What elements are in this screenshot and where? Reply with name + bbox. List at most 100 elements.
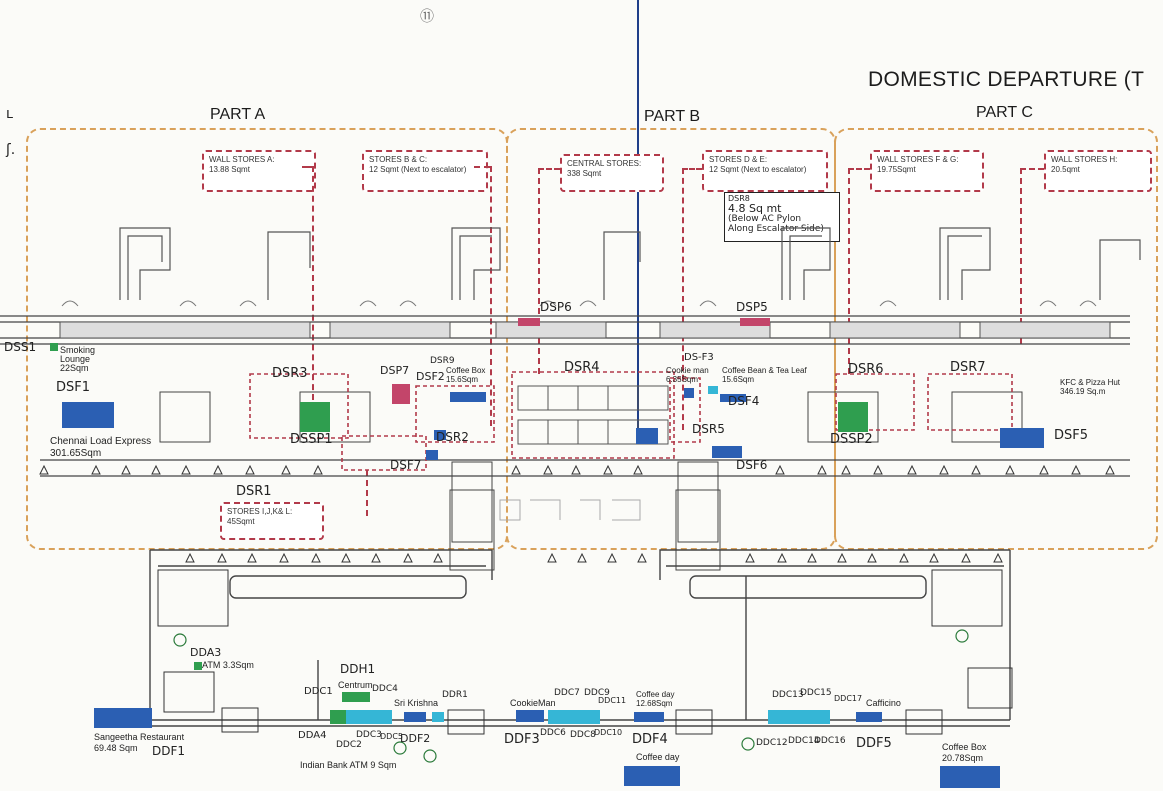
label-indian-bank: Indian Bank ATM 9 Sqm	[300, 760, 397, 770]
code-ddc5: DDC5	[380, 732, 403, 741]
code-dsf5: DSF5	[1054, 428, 1089, 443]
label-sri-krishna: Sri Krishna	[394, 698, 439, 708]
code-dsr6: DSR6	[848, 362, 884, 377]
stair-blocks	[159, 391, 1023, 571]
dsp7-marker	[392, 384, 410, 404]
dsp5-marker	[740, 318, 770, 326]
indian-bank-atm	[330, 710, 346, 724]
callout-line: STORES B & C:	[369, 155, 428, 164]
callout-stores-d-e: STORES D & E: 12 Sqmt (Next to escalator…	[702, 150, 828, 192]
code-dsf2: DSF2	[416, 370, 445, 383]
code-ddh1: DDH1	[340, 662, 376, 676]
ddr1-store	[432, 712, 444, 722]
code-ddc17: DDC17	[834, 694, 863, 703]
code-ddc8: DDC8	[570, 730, 596, 740]
code-dsf7: DSF7	[390, 458, 422, 472]
coffee-box-bottom-store	[940, 766, 1000, 788]
leader-central	[538, 168, 540, 374]
code-ddc13: DDC13	[772, 690, 804, 700]
code-ddc15: DDC15	[800, 688, 832, 698]
label-cookieman-bottom: CookieMan	[510, 698, 556, 708]
coffee-day-bottom-store	[624, 766, 680, 786]
leader-d-e-h	[682, 168, 702, 170]
column-circles	[173, 629, 969, 763]
travellators	[59, 321, 1111, 339]
central-stores-grid	[517, 385, 669, 445]
cafficino-store	[856, 712, 882, 722]
coffee-bean-store	[708, 386, 718, 394]
chennai-load-store	[62, 402, 114, 428]
code-dsf3: DS-F3	[684, 352, 714, 363]
code-dssp2: DSSP2	[830, 432, 873, 447]
escalator-group	[119, 227, 1141, 300]
dsf6-store	[712, 446, 742, 458]
code-dsf4: DSF4	[728, 394, 760, 408]
callout-line: 12 Sqmt (Next to escalator)	[369, 165, 467, 174]
dsr8-line: 4.8 Sq mt	[728, 202, 782, 215]
leader-d-e	[682, 168, 684, 430]
label-chennai-load: Chennai Load Express 301.65Sqm	[50, 436, 152, 459]
ddc-store-block-2	[548, 710, 600, 724]
coffee-bean-store-2	[720, 394, 746, 402]
leader-ijkl	[366, 470, 368, 516]
code-ddc6: DDC6	[540, 728, 566, 738]
callout-line: 338 Sqmt	[567, 169, 602, 178]
label-kfc: KFC & Pizza Hut 346.19 Sq.m	[1060, 378, 1121, 396]
label-cafficino: Cafficino	[866, 698, 901, 708]
code-ddf2: DDF2	[400, 732, 431, 745]
label-coffee-bean: Coffee Bean & Tea Leaf 15.6Sqm	[722, 366, 807, 384]
code-dsp5: DSP5	[736, 300, 768, 314]
central-stores-marker	[636, 428, 658, 444]
callout-line: CENTRAL STORES:	[567, 159, 642, 168]
code-ddc14: DDC14	[788, 736, 820, 746]
leader-wall-h	[1020, 168, 1022, 344]
code-dss1: DSS1	[4, 340, 37, 354]
code-ddc2: DDC2	[336, 740, 362, 750]
gate-triangles	[39, 464, 1115, 563]
callout-line: 20.5qmt	[1051, 165, 1080, 174]
callout-line: 12 Sqmt (Next to escalator)	[709, 165, 807, 174]
code-ddr1: DDR1	[442, 690, 468, 700]
page-title: DOMESTIC DEPARTURE (T	[868, 68, 1145, 91]
code-dda4: DDA4	[298, 730, 327, 741]
dsr9-marker	[434, 430, 446, 440]
callout-line: 45Sqmt	[227, 517, 255, 526]
coffee-day-top-store	[634, 712, 664, 722]
code-ddc11: DDC11	[598, 696, 627, 705]
code-dsr7: DSR7	[950, 360, 986, 375]
code-ddf5: DDF5	[856, 736, 892, 751]
leader-f-g	[848, 168, 850, 374]
callout-wall-stores-f-g: WALL STORES F & G: 19.75Sqmt	[870, 150, 984, 192]
leader-wall-a-h	[302, 166, 312, 168]
leader-wall-h-h	[1020, 168, 1044, 170]
label-centrum: Centrum	[338, 680, 373, 690]
page-number-mark: ⑪	[420, 9, 434, 25]
callout-stores-ijkl: STORES I,J,K& L: 45Sqmt	[220, 502, 324, 540]
callout-line: WALL STORES A:	[209, 155, 275, 164]
label-coffee-box-top: Coffee Box 15.6Sqm	[446, 366, 486, 384]
bridge-markings	[499, 499, 641, 521]
code-dsr5: DSR5	[692, 422, 725, 436]
callout-line: STORES D & E:	[709, 155, 768, 164]
code-ddf1: DDF1	[152, 744, 186, 758]
cookie-man-top-store	[684, 388, 694, 398]
code-dssp1: DSSP1	[290, 432, 333, 447]
callout-line: 13.88 Sqmt	[209, 165, 250, 174]
leader-f-g-h	[848, 168, 870, 170]
label-sangeetha: Sangeetha Restaurant 69.48 Sqm	[94, 732, 185, 753]
dssp1-marker	[300, 402, 330, 432]
code-ddf4: DDF4	[632, 732, 668, 747]
part-a-label: PART A	[210, 106, 266, 123]
corridor-lines	[0, 315, 1130, 477]
callout-line: 19.75Sqmt	[877, 165, 916, 174]
label-coffee-day-top: Coffee day 12.68Sqm	[636, 690, 675, 708]
lower-toilet-blocks	[157, 569, 1013, 735]
code-dsr4: DSR4	[564, 360, 600, 375]
callout-line: STORES I,J,K& L:	[227, 507, 293, 516]
code-dsr9: DSR9	[430, 356, 455, 366]
part-b-label: PART B	[644, 108, 701, 125]
leader-line	[637, 0, 639, 428]
leader-central-h	[538, 168, 560, 170]
callout-line: WALL STORES F & G:	[877, 155, 959, 164]
dsf7-marker	[426, 450, 438, 460]
